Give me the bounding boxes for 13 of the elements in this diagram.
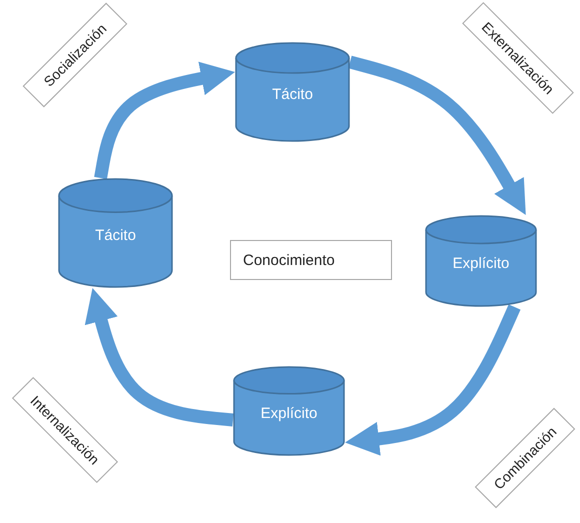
database-cylinder (233, 366, 345, 456)
cylinder-label: Explícito (260, 405, 318, 422)
curved-arrow (84, 288, 234, 426)
curved-arrow (348, 56, 526, 215)
cylinder-label: Tácito (94, 227, 137, 244)
cylinder-label: Explícito (452, 255, 510, 272)
database-cylinder (58, 178, 173, 288)
database-cylinder (425, 215, 537, 307)
concept-box: Conocimiento (230, 240, 392, 280)
curved-arrow (94, 62, 235, 180)
curved-arrow (345, 304, 521, 456)
database-cylinder (235, 42, 350, 142)
cylinder-label: Tácito (271, 86, 314, 103)
